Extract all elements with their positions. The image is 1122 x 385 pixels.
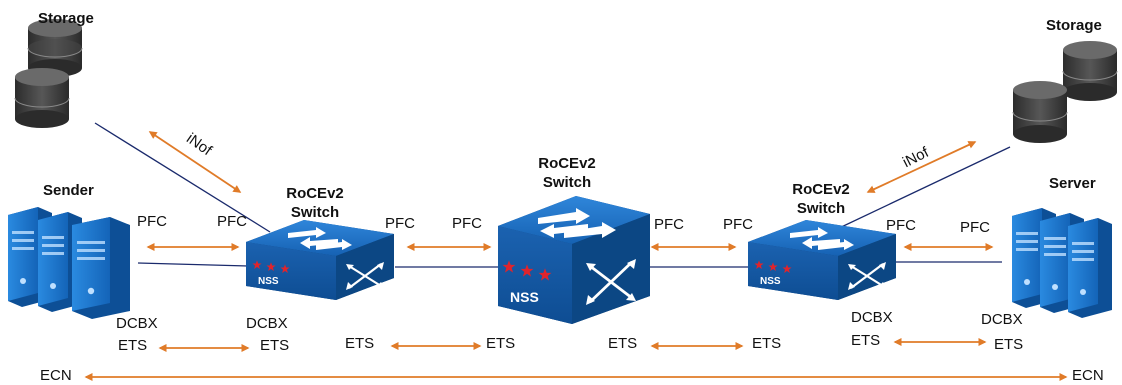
pfc-label-7: PFC	[886, 217, 916, 234]
pfc-label-1: PFC	[137, 213, 167, 230]
switch-right-label-line2: Switch	[796, 200, 846, 217]
ets-label-6: ETS	[752, 335, 782, 352]
switch-right-nss-label: NSS	[760, 276, 781, 287]
ets-label-2: ETS	[260, 337, 290, 354]
server-label: Server	[1049, 175, 1096, 192]
storage-right-label: Storage	[1046, 17, 1102, 34]
pfc-label-4: PFC	[452, 215, 482, 232]
inof-right-arrow	[866, 141, 977, 193]
switch-right-label: RoCEv2 Switch	[780, 180, 862, 218]
switch-left-label: RoCEv2 Switch	[274, 184, 356, 222]
pfc-label-6: PFC	[723, 216, 753, 233]
sender-label: Sender	[43, 182, 94, 199]
switch-left-label-line2: Switch	[290, 204, 340, 221]
ecn-label-left: ECN	[40, 367, 72, 384]
ets-label-4: ETS	[486, 335, 516, 352]
pfc-label-3: PFC	[385, 215, 415, 232]
inof-left-arrow	[148, 131, 242, 193]
switch-center-label: RoCEv2 Switch	[526, 154, 608, 192]
server-icon	[1012, 208, 1112, 318]
switch-left-icon	[246, 220, 394, 300]
switch-right-label-line1: RoCEv2	[792, 181, 850, 198]
switch-center-nss-label: NSS	[510, 289, 539, 305]
pfc-label-2: PFC	[217, 213, 247, 230]
switch-center-label-line2: Switch	[542, 174, 592, 191]
ets-label-7: ETS	[851, 332, 881, 349]
switch-left-nss-label: NSS	[258, 276, 279, 287]
storage-right-icon	[1012, 41, 1118, 143]
ecn-label-right: ECN	[1072, 367, 1104, 384]
switch-left-label-line1: RoCEv2	[286, 185, 344, 202]
ets-label-5: ETS	[608, 335, 638, 352]
ets-label-8: ETS	[994, 336, 1024, 353]
storage-left-label: Storage	[38, 10, 94, 27]
sender-servers-icon	[8, 207, 130, 319]
switch-right-icon	[748, 220, 896, 300]
pfc-label-8: PFC	[960, 219, 990, 236]
storage-left-icon	[14, 19, 83, 128]
pfc-label-5: PFC	[654, 216, 684, 233]
ets-label-3: ETS	[345, 335, 375, 352]
switch-center-label-line1: RoCEv2	[538, 155, 596, 172]
dcbx-label-3: DCBX	[851, 309, 893, 326]
dcbx-label-1: DCBX	[116, 315, 158, 332]
ets-label-1: ETS	[118, 337, 148, 354]
link-sender-switch-left	[137, 262, 249, 267]
dcbx-label-2: DCBX	[246, 315, 288, 332]
switch-center-icon	[498, 196, 650, 324]
dcbx-label-4: DCBX	[981, 311, 1023, 328]
protocol-arrows	[84, 131, 1068, 381]
